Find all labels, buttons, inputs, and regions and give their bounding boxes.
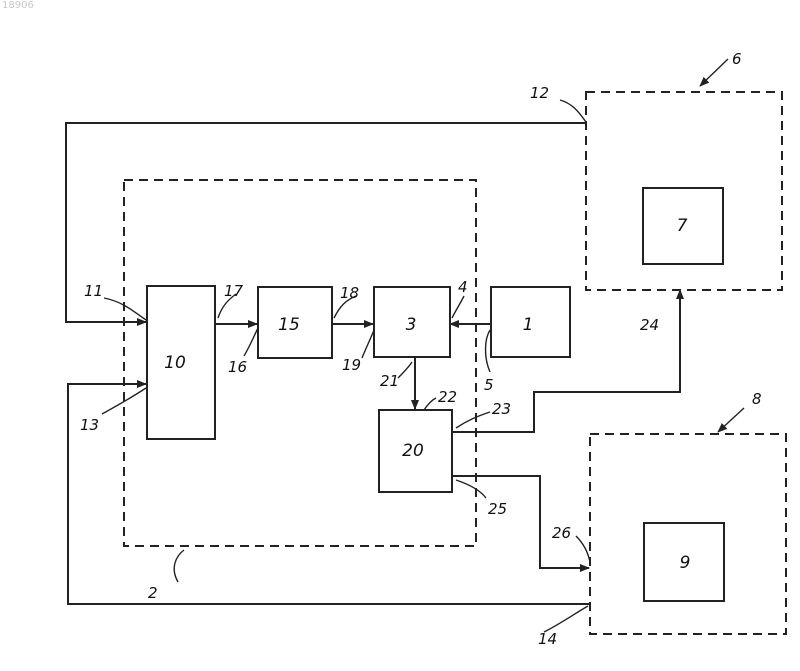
leader-26 xyxy=(576,536,590,562)
ref-8: 8 xyxy=(752,390,762,408)
block-9-label: 9 xyxy=(680,553,691,573)
block-20-label: 20 xyxy=(402,441,424,461)
ref-26: 26 xyxy=(552,524,571,542)
ref-5: 5 xyxy=(484,376,494,394)
leader-8 xyxy=(718,408,744,432)
leader-23 xyxy=(456,412,490,428)
leader-22 xyxy=(424,398,436,410)
block-7-label: 7 xyxy=(677,216,688,236)
ref-16: 16 xyxy=(228,358,247,376)
ref-22: 22 xyxy=(438,388,457,406)
block-1-label: 1 xyxy=(523,315,534,335)
leader-5 xyxy=(486,330,491,372)
leader-21 xyxy=(398,362,412,378)
leader-6 xyxy=(700,59,728,86)
line-20-to-8 xyxy=(452,476,589,568)
block-15-label: 15 xyxy=(278,315,300,335)
ref-12: 12 xyxy=(530,84,549,102)
ref-19: 19 xyxy=(342,356,361,374)
block-3-label: 3 xyxy=(406,315,417,335)
ref-2: 2 xyxy=(148,584,158,602)
leader-12 xyxy=(560,100,586,122)
leader-16 xyxy=(244,328,258,356)
ref-21: 21 xyxy=(380,372,399,390)
ref-11: 11 xyxy=(84,282,103,300)
ref-4: 4 xyxy=(458,278,468,296)
leader-19 xyxy=(362,330,374,358)
leader-4 xyxy=(452,296,464,318)
leader-14 xyxy=(544,606,588,632)
leader-2 xyxy=(174,550,184,582)
ref-25: 25 xyxy=(488,500,507,518)
ref-23: 23 xyxy=(492,400,511,418)
ref-14: 14 xyxy=(538,630,557,648)
ref-13: 13 xyxy=(80,416,99,434)
ref-17: 17 xyxy=(224,282,244,300)
ref-24: 24 xyxy=(640,316,659,334)
leader-25 xyxy=(456,480,486,498)
ref-6: 6 xyxy=(732,50,742,68)
block-10-label: 10 xyxy=(164,353,186,373)
ref-18: 18 xyxy=(340,284,359,302)
